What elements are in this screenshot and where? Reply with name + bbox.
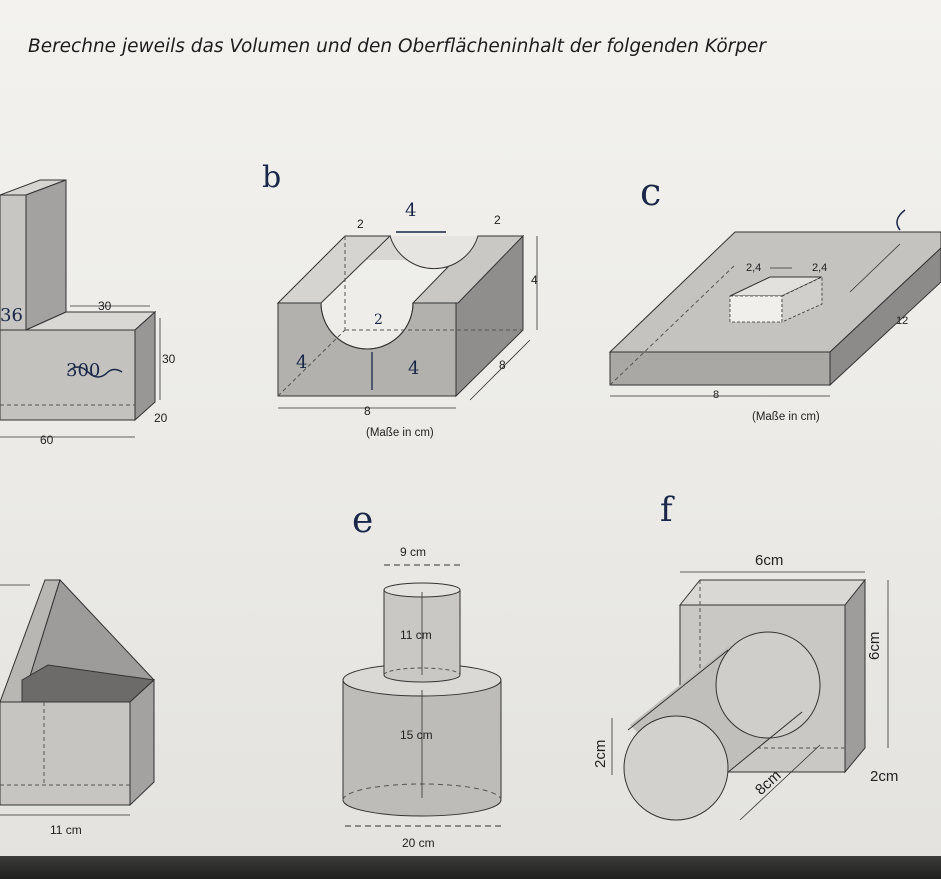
fig-c-handwritten-letter: c bbox=[640, 170, 662, 214]
fig-f-label-2cm-depth: 2cm bbox=[870, 768, 899, 785]
fig-c-label-8: 8 bbox=[713, 389, 720, 401]
fig-b-handwritten-4-right: 4 bbox=[408, 358, 420, 379]
fig-e-label-9cm: 9 cm bbox=[400, 545, 427, 559]
desk-edge bbox=[0, 856, 941, 879]
fig-c-caption: (Maße in cm) bbox=[752, 411, 820, 423]
fig-b-label-8-depth: 8 bbox=[499, 358, 506, 372]
fig-a-label-30-top: 30 bbox=[98, 299, 112, 313]
fig-b-handwritten-2: 2 bbox=[374, 312, 383, 328]
fig-b-label-2-left: 2 bbox=[357, 217, 364, 231]
fig-f-label-6cm-height: 6cm bbox=[866, 631, 883, 660]
fig-b-caption: (Maße in cm) bbox=[366, 427, 434, 439]
fig-b-handwritten-4-top: 4 bbox=[405, 200, 417, 221]
fig-a-handwriting-36: 36 bbox=[0, 305, 23, 326]
fig-e-label-11cm: 11 cm bbox=[400, 628, 432, 642]
fig-c-label-12: 12 bbox=[896, 315, 909, 327]
fig-d-label-11cm: 11 cm bbox=[50, 823, 82, 837]
fig-f-label-2cm-vertical: 2cm bbox=[592, 739, 609, 768]
fig-a-label-60-width: 60 bbox=[40, 433, 54, 447]
fig-a-label-30-height: 30 bbox=[162, 352, 176, 366]
fig-e-handwritten-letter: e bbox=[352, 500, 374, 541]
fig-c-label-2-4-a: 2,4 bbox=[746, 262, 762, 274]
fig-a-handwriting-300: 300 bbox=[66, 360, 101, 381]
fig-b-handwritten-4-left: 4 bbox=[296, 352, 308, 373]
fig-a-label-20-depth: 20 bbox=[154, 411, 168, 425]
fig-c-label-2-4-b: 2,4 bbox=[812, 262, 828, 274]
fig-b-label-8-width: 8 bbox=[364, 404, 371, 418]
fig-b-label-2-right: 2 bbox=[494, 213, 501, 227]
fig-f-label-6cm-width: 6cm bbox=[755, 552, 784, 569]
worksheet-title: Berechne jeweils das Volumen und den Obe… bbox=[28, 36, 767, 57]
fig-e-label-15cm: 15 cm bbox=[400, 728, 433, 742]
fig-b-label-4: 4 bbox=[531, 273, 538, 287]
fig-b-handwritten-letter: b bbox=[262, 160, 282, 195]
fig-f-handwritten-letter: f bbox=[660, 490, 673, 530]
fig-e-label-20cm: 20 cm bbox=[402, 836, 435, 850]
